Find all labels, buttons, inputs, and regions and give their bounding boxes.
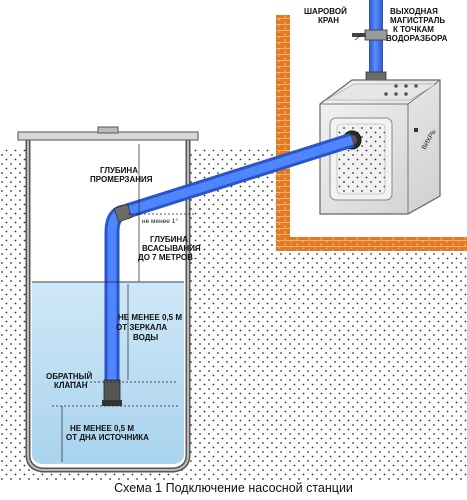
label-check-valve-2: КЛАПАН (54, 381, 88, 390)
label-ball-valve-1: ШАРОВОЙ (304, 7, 347, 16)
label-ball-valve-2: КРАН (318, 16, 339, 25)
ball-valve (364, 29, 388, 41)
label-suction-2: ВСАСЫВАНИЯ (142, 244, 201, 253)
dimension-lines (32, 33, 371, 462)
label-outlet-4: ВОДОРАЗБОРА (386, 34, 448, 43)
label-min-water-1: НЕ МЕНЕЕ 0,5 М (118, 313, 182, 322)
label-min-water-3: ВОДЫ (133, 333, 158, 342)
label-min-bottom-2: ОТ ДНА ИСТОЧНИКА (66, 433, 149, 442)
label-min-water-2: ОТ ЗЕРКАЛА (116, 323, 167, 332)
ball-valve-handle (352, 33, 366, 37)
label-outlet-3: К ТОЧКАМ (393, 25, 434, 34)
label-check-valve-1: ОБРАТНЫЙ (46, 372, 92, 381)
lid-handle (97, 126, 119, 134)
labels: ШАРОВОЙ КРАН ВЫХОДНАЯ МАГИСТРАЛЬ К ТОЧКА… (46, 7, 448, 442)
label-suction-3: ДО 7 МЕТРОВ (138, 253, 193, 262)
diagram-caption: Схема 1 Подключение насосной станции (114, 481, 353, 495)
suction-pipe (102, 132, 355, 406)
label-min-1: не менее 1° (142, 217, 178, 225)
label-freezing-2: ПРОМЕРЗАНИЯ (90, 175, 153, 184)
label-outlet-1: ВЫХОДНАЯ (390, 7, 438, 16)
elbow-fitting (113, 203, 133, 223)
label-freezing-1: ГЛУБИНА (100, 166, 138, 175)
label-outlet-2: МАГИСТРАЛЬ (390, 16, 445, 25)
check-valve (103, 379, 121, 403)
label-suction-1: ГЛУБИНА (150, 235, 188, 244)
label-min-bottom-1: НЕ МЕНЕЕ 0,5 М (70, 424, 134, 433)
